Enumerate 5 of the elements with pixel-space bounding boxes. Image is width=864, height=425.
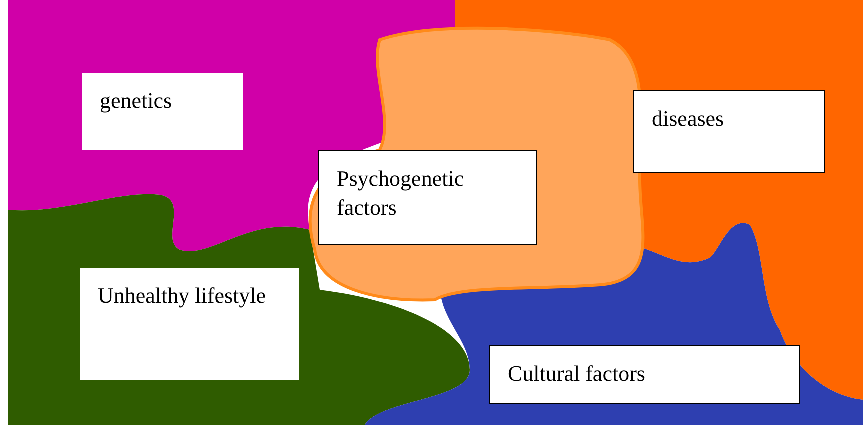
node-label: diseases (652, 105, 726, 133)
node-label: genetics (100, 87, 174, 115)
node-label: Psychogenetic factors (337, 165, 466, 222)
node-label: Unhealthy lifestyle (98, 282, 268, 310)
node-label: Cultural factors (508, 360, 646, 388)
